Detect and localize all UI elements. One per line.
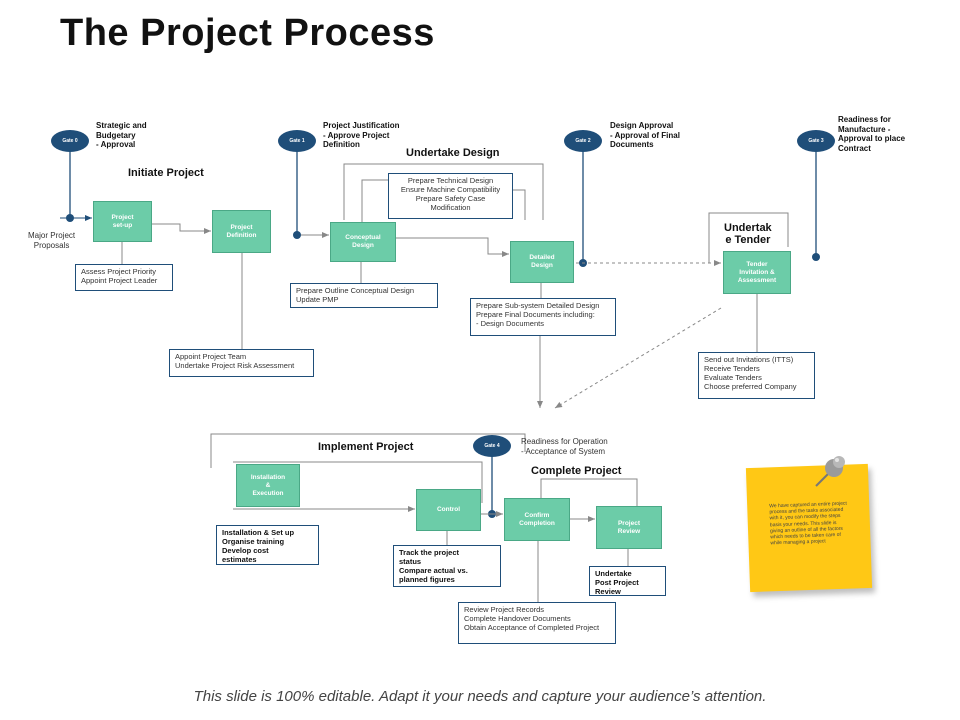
gate-1-badge: Gate 1 (278, 130, 316, 152)
pushpin-icon (815, 456, 845, 487)
gate-3-label: Readiness for Manufacture - Approval to … (838, 115, 906, 153)
gate-1-label: Project Justification - Approve Project … (323, 121, 400, 149)
sticky-note-text: We have captured an entire project proce… (769, 500, 848, 547)
detailed-design-box: Detailed Design (510, 241, 574, 283)
gate-0-label: Strategic and Budgetary - Approval (96, 121, 147, 149)
outline-design-note: Prepare Outline Conceptual Design Update… (290, 283, 438, 308)
project-setup-box: Project set-up (93, 201, 152, 242)
installation-execution-box: Installation & Execution (236, 464, 300, 507)
subsystem-design-note: Prepare Sub-system Detailed Design Prepa… (470, 298, 616, 336)
tender-invitation-box: Tender Invitation & Assessment (723, 251, 791, 294)
assess-priority-note: Assess Project Priority Appoint Project … (75, 264, 173, 291)
review-records-note: Review Project Records Complete Handover… (458, 602, 616, 644)
gate-4-badge: Gate 4 (473, 435, 511, 457)
gate-4-label: Readiness for Operation - Acceptance of … (521, 437, 608, 456)
gate-0-badge: Gate 0 (51, 130, 89, 152)
phase-implement-title: Implement Project (318, 441, 414, 453)
gate-3-badge: Gate 3 (797, 130, 835, 152)
control-box: Control (416, 489, 481, 531)
tender-tasks-note: Send out Invitations (ITTS) Receive Tend… (698, 352, 815, 399)
gate-2-label: Design Approval - Approval of Final Docu… (610, 121, 680, 149)
track-status-note: Track the project status Compare actual … (393, 545, 501, 587)
technical-design-note: Prepare Technical Design Ensure Machine … (388, 173, 513, 219)
project-definition-box: Project Definition (212, 210, 271, 253)
major-project-proposals-label: Major Project Proposals (28, 231, 76, 250)
installation-tasks-note: Installation & Set up Organise training … (216, 525, 319, 565)
project-review-box: Project Review (596, 506, 662, 549)
post-project-review-note: Undertake Post Project Review (589, 566, 666, 596)
page-title: The Project Process (60, 12, 435, 54)
phase-design-title: Undertake Design (406, 147, 500, 159)
phase-initiate-title: Initiate Project (128, 167, 204, 179)
appoint-team-note: Appoint Project Team Undertake Project R… (169, 349, 314, 377)
gate-2-badge: Gate 2 (564, 130, 602, 152)
footer-note: This slide is 100% editable. Adapt it yo… (193, 688, 767, 705)
phase-tender-title: Undertak e Tender (724, 222, 772, 246)
phase-complete-title: Complete Project (531, 465, 622, 477)
conceptual-design-box: Conceptual Design (330, 222, 396, 262)
confirm-completion-box: Confirm Completion (504, 498, 570, 541)
